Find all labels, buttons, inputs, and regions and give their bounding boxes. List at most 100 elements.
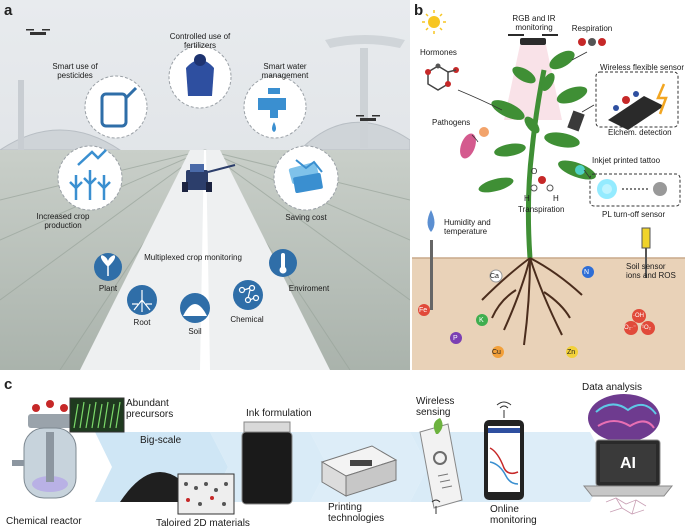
label-fertilizers: Controlled use of fertilizers [169,32,231,50]
crop-growth-icon [69,149,111,200]
label-soil: Soil [188,327,202,336]
label-soil-sensor: Soil sensor ions and ROS [626,262,676,280]
label-crop-production: Increased crop production [36,212,90,230]
label-plant: Plant [98,284,118,293]
label-h2: H [553,194,559,203]
water-molecule-icon [530,176,554,192]
wireless-sensor-box [595,71,679,128]
label-root: Root [133,318,151,327]
pathogen-spore-icon [479,127,489,137]
printer-icon [320,445,398,497]
root-node [127,285,157,315]
plant-node [94,253,122,281]
callout-lines [457,51,595,179]
label-data-analysis: Data analysis [582,382,643,393]
tower-top [325,35,405,48]
ion-k: K [479,317,484,324]
greenhouse-left [0,129,122,151]
ros-markers [624,309,655,335]
label-tattoo: Inkjet printed tattoo [592,156,661,165]
label-wireless-sensing: Wireless sensing [416,396,455,418]
pole-left [18,80,24,150]
plant-roots [481,257,583,346]
label-environment: Enviroment [288,284,330,293]
antenna-icon-bottom [431,499,441,514]
panel-a-scene [0,0,410,370]
tattoo-marker [575,165,585,175]
hormone-molecule-icon [425,63,459,91]
brain-network-icon [588,394,660,442]
sprout-icon [100,255,116,276]
tractor [182,164,236,192]
label-pesticides: Smart use of pesticides [52,62,98,80]
drone-right [356,115,380,121]
fertilizer-bag-icon [186,60,214,96]
ion-markers [418,266,594,358]
label-printing-technologies: Printing technologies [328,502,385,524]
label-chemical-reactor: Chemical reactor [6,516,82,527]
ros-superoxide: O₂·⁻ [624,325,637,331]
sun-icon [422,10,446,34]
water-circle [243,75,307,139]
soil-node [180,293,210,323]
panel-c: c Abundant precursors Big-scale Ink form… [0,372,685,531]
label-rgb-ir: RGB and IR monitoring [512,14,556,32]
panel-c-scene [12,394,674,515]
panel-c-letter: c [4,376,13,393]
molecule-icon [238,284,260,304]
drone-left [26,29,50,35]
label-ai: AI [620,455,636,472]
leaf-sensor-patch [567,110,585,132]
chemical-node [233,280,263,310]
soil-pile-icon [183,304,207,316]
plant-stem [525,69,547,259]
thermometer-icon [281,253,285,269]
label-hormones: Hormones [420,48,457,57]
crop-circle [57,145,123,211]
precursors-box [69,397,125,433]
label-h1: H [524,194,530,203]
label-water: Smart water management [261,62,309,80]
pathogen-leaf-icon [460,133,476,159]
fertilizer-circle [168,45,232,109]
label-humidity: Humidity and temperature [444,218,491,236]
label-precursors: Abundant precursors [126,398,174,420]
water-drop-icon [272,122,276,132]
panel-a-letter: a [4,2,13,19]
cost-circle [273,145,339,211]
label-chemical: Chemical [230,315,264,324]
2d-lattice-icon [184,482,228,506]
drone-icon [508,34,558,45]
panel-b: b RGB and IR monitoring Respiration Horm… [412,0,685,370]
precursor-crystals-icon [73,401,121,429]
2d-material-box [177,473,235,515]
graphene-sensor-icon [608,91,664,130]
ion-p: P [453,335,458,342]
faucet-icon [258,98,286,118]
label-ink-formulation: Ink formulation [246,408,312,419]
tower-stem [360,48,368,148]
panel-b-letter: b [414,2,424,19]
antenna-icon-top [496,401,512,418]
label-bigscale: Big-scale [140,435,182,446]
root-icon [132,290,152,312]
co2-molecule-icon [578,38,606,46]
pesticide-circle [84,75,148,139]
label-respiration: Respiration [571,24,613,33]
label-saving-cost: Saving cost [285,213,327,222]
phone-icon [484,420,524,500]
pl-off-icon [653,182,667,196]
laptop-icon [582,439,674,497]
label-o: O [531,167,538,176]
wireless-sensor-strip-icon [419,418,463,509]
ion-ca: Ca [490,273,499,280]
ink-jar-icon [241,421,293,505]
ros-oh: ·OH [633,313,644,319]
ion-cu: Cu [492,349,501,356]
label-pathogens: Pathogens [432,118,471,127]
label-transpiration: Transpiration [518,205,565,214]
sprayer-icon [100,92,128,128]
label-online-monitoring: Online monitoring [490,504,537,526]
ion-fe: Fe [419,307,428,314]
label-echem: Elchem. detection [608,128,672,137]
